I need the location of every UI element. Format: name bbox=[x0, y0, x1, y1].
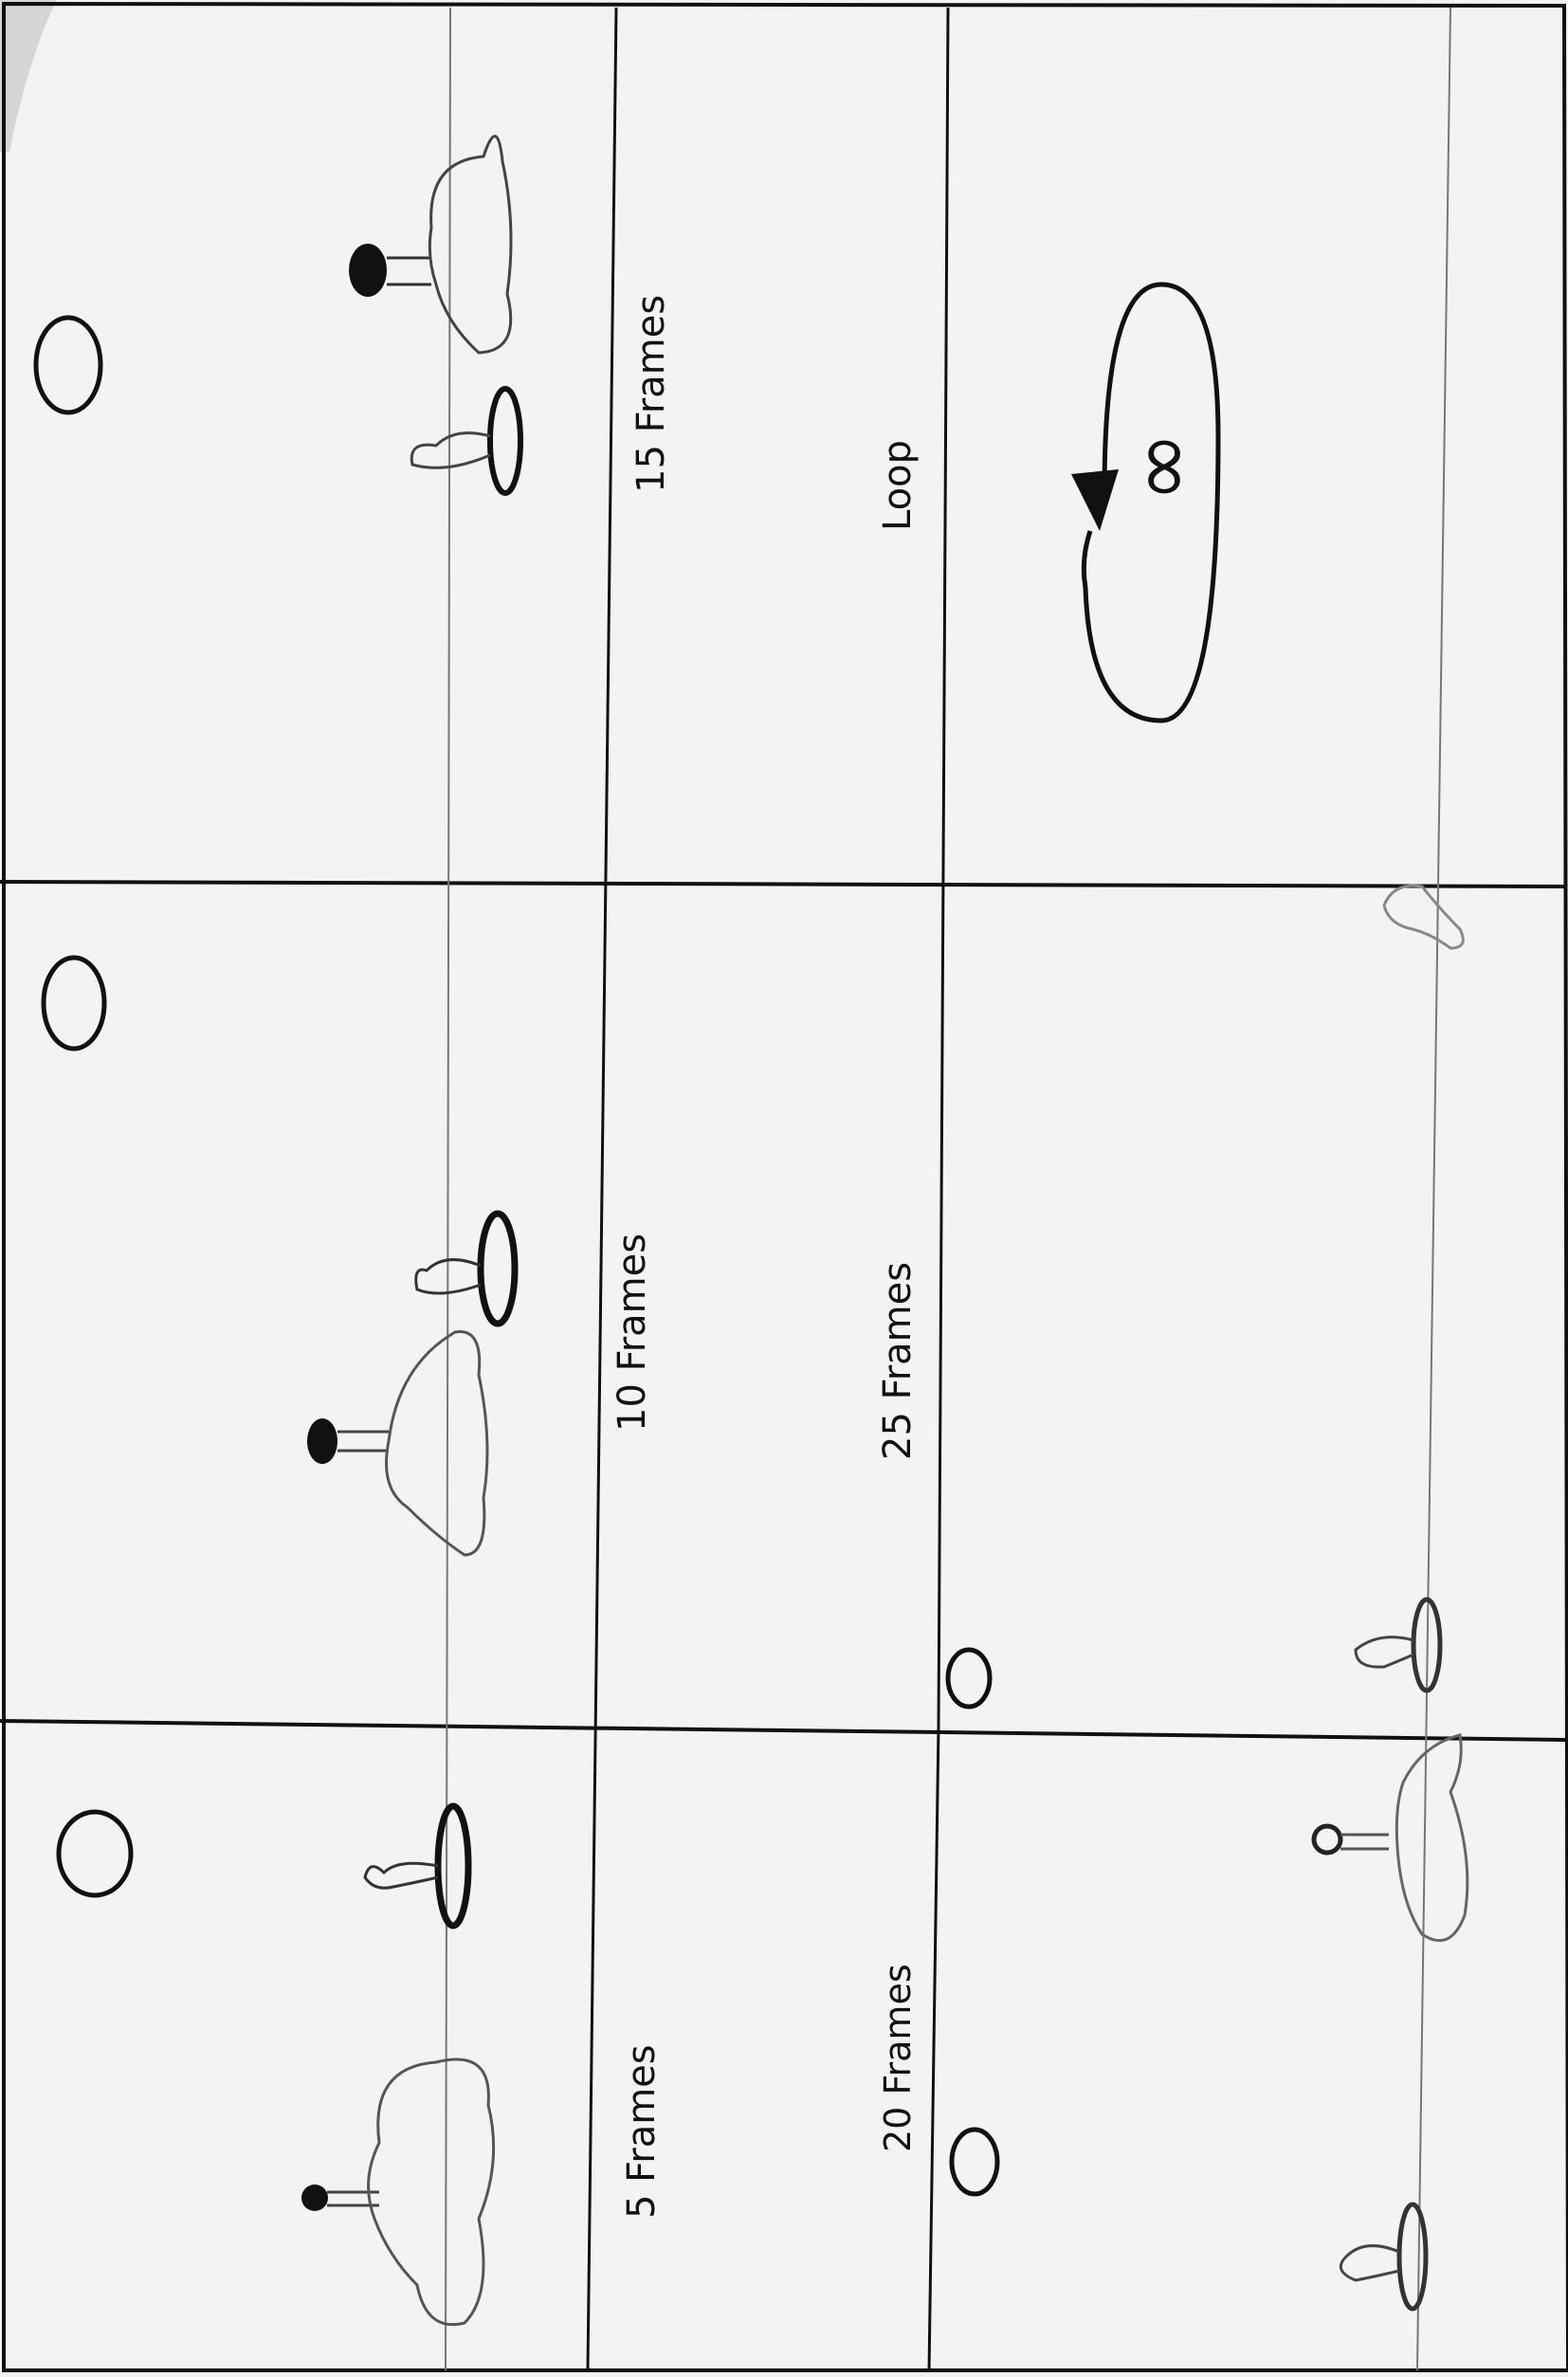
panel-6-label: Loop bbox=[876, 440, 920, 531]
panel-3-label: 15 Frames bbox=[629, 295, 673, 493]
panel-4-label: 20 Frames bbox=[877, 1964, 919, 2152]
infinity-icon: ∞ bbox=[1111, 431, 1211, 503]
panel-1-label: 5 Frames bbox=[620, 2044, 664, 2219]
panel-2-label: 10 Frames bbox=[611, 1234, 654, 1432]
panel-5-label: 25 Frames bbox=[876, 1262, 920, 1460]
